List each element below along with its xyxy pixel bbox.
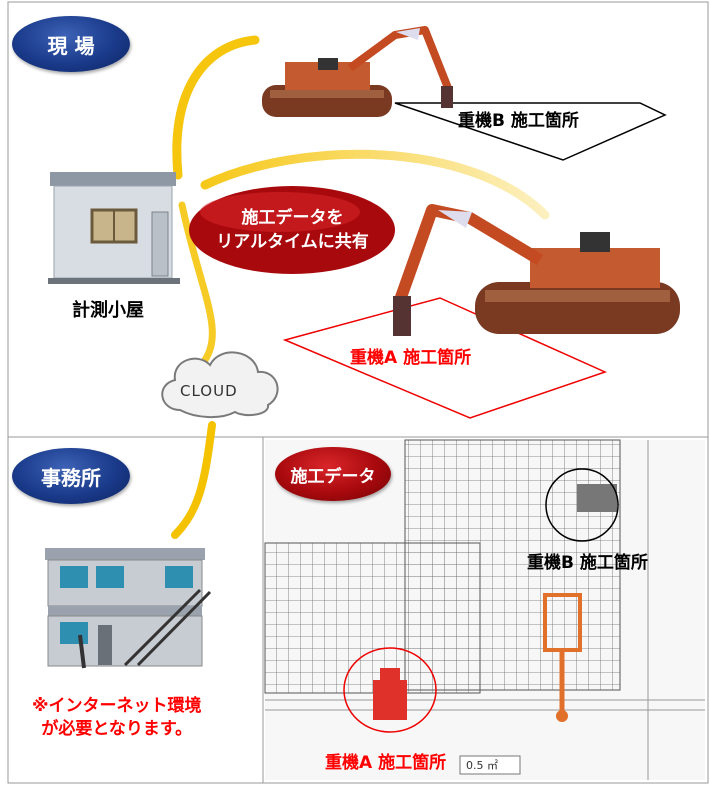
excavator-b-icon [262, 26, 453, 117]
machine-a-label: 重機A 施工箇所 [350, 348, 472, 368]
machine-a-area [282, 297, 608, 419]
machine-a-circle [343, 647, 437, 733]
cloud-icon [161, 351, 279, 418]
machine-b-area [394, 102, 667, 161]
machine-a-position [373, 680, 407, 720]
site-badge-label: 現 場 [47, 33, 95, 58]
machine-b-circle [545, 468, 619, 542]
signal-arcs [171, 35, 550, 539]
share-bubble-text: 施工データを リアルタイムに共有 [195, 206, 390, 254]
internet-note-line1: ※インターネット環境 [32, 696, 202, 716]
site-badge: 現 場 [12, 16, 130, 72]
data-badge: 施工データ [275, 447, 391, 501]
office-badge: 事務所 [12, 448, 130, 504]
internet-note-line2: が必要となります。 [41, 719, 193, 739]
data-badge-label: 施工データ [290, 466, 376, 487]
excavator-a-icon [393, 204, 680, 336]
outer-frame [7, 1, 709, 784]
machine-b-label: 重機B 施工箇所 [458, 111, 579, 131]
machine-b-position [577, 484, 617, 512]
office-badge-label: 事務所 [41, 465, 101, 490]
measuring-hut-icon [48, 172, 180, 284]
road-sign-label: 0.5 ㎡ [466, 759, 498, 772]
hut-label: 計測小屋 [72, 300, 144, 321]
share-bubble-line1: 施工データを [241, 208, 344, 228]
share-bubble-line2: リアルタイムに共有 [216, 232, 369, 252]
map-machine-a-label: 重機A 施工箇所 [325, 753, 447, 773]
internet-note: ※インターネット環境 が必要となります。 [32, 695, 202, 741]
cloud-label: CLOUD [180, 382, 238, 400]
office-building-icon [45, 548, 212, 669]
map-machine-b-label: 重機B 施工箇所 [527, 553, 648, 573]
